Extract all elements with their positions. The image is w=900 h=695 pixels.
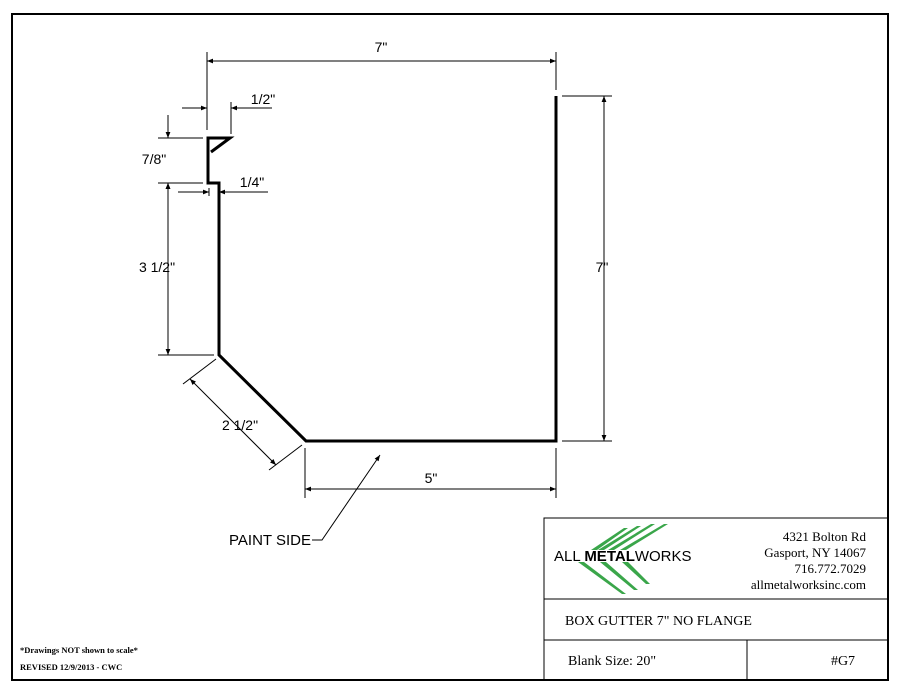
part-name: BOX GUTTER 7" NO FLANGE (565, 614, 752, 629)
revision-note: REVISED 12/9/2013 - CWC (20, 662, 122, 672)
paint-side-label: PAINT SIDE (229, 532, 311, 549)
dim-bottom-width: 5" (425, 470, 438, 486)
dim-step: 1/4" (240, 174, 264, 190)
gutter-profile (206, 96, 558, 443)
company-logo-text: ALL METALWORKS (554, 548, 692, 565)
dimension-lines (165, 58, 607, 492)
dim-upper-back: 3 1/2" (139, 259, 175, 275)
drawing-border (11, 13, 889, 681)
logo-stripes-icon (578, 524, 668, 594)
dim-hem-height: 7/8" (142, 151, 166, 167)
title-block (543, 517, 889, 681)
paint-side-leader (312, 454, 381, 541)
dim-hem-width: 1/2" (251, 91, 275, 107)
blank-size: Blank Size: 20" (568, 654, 656, 669)
dim-right-height: 7" (596, 259, 609, 275)
website: allmetalworksinc.com (751, 577, 866, 592)
part-number: #G7 (831, 654, 855, 669)
dim-top-width: 7" (375, 39, 388, 55)
address-line-1: 4321 Bolton Rd (783, 529, 867, 544)
address-line-2: Gasport, NY 14067 (764, 545, 866, 560)
scale-note: *Drawings NOT shown to scale* (20, 645, 138, 655)
phone-number: 716.772.7029 (795, 561, 867, 576)
dim-bevel: 2 1/2" (222, 417, 258, 433)
dim-line-bevel (189, 378, 277, 466)
